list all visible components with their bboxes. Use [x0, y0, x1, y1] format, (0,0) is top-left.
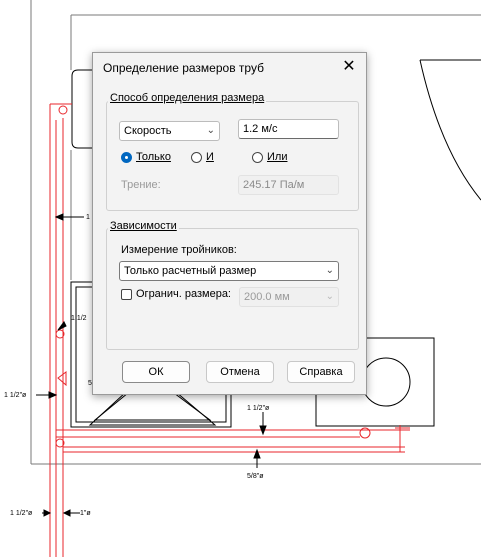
limit-size-checkbox[interactable]: Огранич. размера:	[121, 288, 231, 300]
sizing-method-legend: Способ определения размера	[108, 92, 267, 104]
limit-size-select: 200.0 мм ⌄	[239, 287, 339, 307]
pipe-network	[49, 103, 410, 557]
friction-label: Трение:	[121, 179, 161, 191]
chevron-down-icon: ⌄	[325, 265, 334, 276]
pipe-sizing-dialog: Определение размеров труб ✕ Способ опред…	[92, 52, 367, 395]
dialog-title: Определение размеров труб	[103, 61, 264, 75]
chevron-down-icon: ⌄	[206, 125, 215, 136]
close-button[interactable]: ✕	[336, 56, 362, 78]
radio-and-indicator	[191, 151, 202, 163]
tee-sizing-select[interactable]: Только расчетный размер ⌄	[119, 261, 339, 281]
ok-button[interactable]: ОК	[122, 361, 190, 383]
close-icon: ✕	[342, 58, 356, 75]
constraints-legend: Зависимости	[108, 220, 179, 232]
dim-label-7: 1"ø	[80, 510, 91, 517]
tee-sizing-label: Измерение тройников:	[121, 244, 237, 256]
radio-or-indicator	[252, 151, 263, 163]
limit-size-label: Огранич. размера:	[136, 288, 231, 300]
dim-label-6: 1 1/2"ø	[10, 510, 33, 517]
dimension-marks	[36, 213, 267, 517]
radio-and[interactable]: И	[191, 151, 214, 163]
constraints-group	[106, 228, 359, 350]
radio-only-indicator	[121, 151, 132, 163]
dim-label-8: 5	[88, 380, 92, 387]
velocity-input[interactable]: 1.2 м/с	[238, 119, 339, 139]
limit-size-checkbox-box	[121, 288, 132, 300]
help-button[interactable]: Справка	[287, 361, 355, 383]
dim-label-2: 1 1/2	[71, 315, 87, 322]
chevron-down-icon: ⌄	[325, 291, 334, 302]
friction-input: 245.17 Па/м	[238, 175, 339, 195]
dim-label-3: 1 1/2"ø	[4, 392, 27, 399]
radio-only[interactable]: Только	[121, 151, 171, 163]
cancel-button[interactable]: Отмена	[206, 361, 274, 383]
fixture-arc	[419, 59, 481, 201]
method-select[interactable]: Скорость ⌄	[119, 121, 220, 141]
fixture-outline	[71, 69, 101, 149]
radio-or[interactable]: Или	[252, 151, 287, 163]
dim-label-4: 1 1/2"ø	[247, 405, 270, 412]
wall-outline	[30, 0, 481, 465]
dim-label-1: 1 1	[86, 214, 96, 221]
dim-label-5: 5/8"ø	[247, 473, 264, 480]
